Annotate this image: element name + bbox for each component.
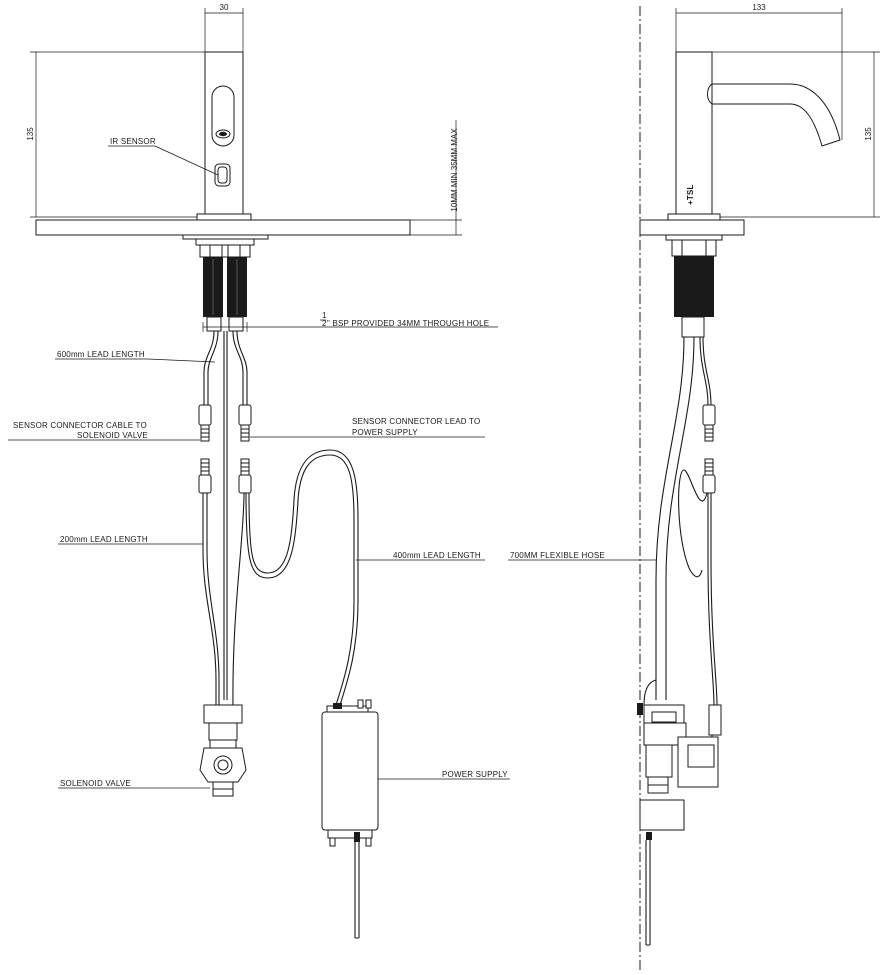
solenoid-valve-front — [199, 704, 247, 797]
under-deck-side — [665, 234, 723, 338]
brand-mark: +TSL — [686, 184, 695, 205]
side-wiring — [678, 336, 722, 745]
dimension-deck-thickness: 10MM MIN 35MM MAX — [410, 120, 462, 236]
deck-thickness-label: 10MM MIN 35MM MAX — [450, 128, 459, 212]
bsp-fraction-den: 2 — [322, 319, 327, 328]
front-view: 30 135 10MM MIN 3 — [8, 3, 510, 939]
bsp-annotation: 1 2 " BSP PROVIDED 34MM THROUGH HOLE — [202, 311, 498, 332]
sensor-cable-label-line1: SENSOR CONNECTOR CABLE TO — [13, 421, 147, 430]
dimension-height-left: 135 — [26, 51, 205, 218]
connector-upper-right — [238, 404, 252, 442]
dim-135-right-label: 135 — [864, 127, 873, 141]
lead-400-label: 400mm LEAD LENGTH — [393, 551, 481, 560]
connector-lower-left — [198, 458, 212, 494]
under-deck-fitting — [182, 234, 269, 332]
dim-135-left-label: 135 — [26, 127, 35, 141]
power-supply-label: POWER SUPPLY — [442, 770, 508, 779]
sensor-cable-label-line2: SOLENOID VALVE — [77, 431, 148, 440]
dimension-depth-side: 133 — [675, 3, 843, 140]
bsp-fraction-num: 1 — [322, 311, 327, 320]
solenoid-valve-side — [637, 679, 719, 946]
countertop-front — [35, 219, 411, 236]
bsp-note-label: " BSP PROVIDED 34MM THROUGH HOLE — [327, 319, 489, 328]
power-supply-front — [321, 699, 379, 939]
ir-sensor-label: IR SENSOR — [110, 137, 156, 146]
dimension-spout-width: 30 — [204, 3, 244, 52]
dim-133-label: 133 — [752, 3, 766, 12]
front-labels: IR SENSOR 600mm LEAD LENGTH SENSOR CONNE… — [13, 137, 508, 788]
dim-30-label: 30 — [220, 3, 229, 12]
lead-200-label: 200mm LEAD LENGTH — [60, 535, 148, 544]
countertop-side — [639, 219, 745, 236]
sensor-lead-label-line2: POWER SUPPLY — [352, 428, 418, 437]
sensor-lead-label-line1: SENSOR CONNECTOR LEAD TO — [352, 417, 480, 426]
side-view: 133 135 +TSL — [508, 3, 880, 970]
lead-600-label: 600mm LEAD LENGTH — [57, 350, 145, 359]
connector-lower-right — [238, 458, 252, 494]
tap-body — [196, 51, 252, 221]
front-wiring — [198, 330, 359, 706]
front-leaders — [8, 145, 510, 789]
flexible-hose-outer — [655, 336, 685, 700]
solenoid-valve-label: SOLENOID VALVE — [60, 779, 131, 788]
flexible-hose-inner — [665, 336, 695, 700]
ir-sensor-window — [214, 163, 231, 187]
tap-body-side: +TSL — [667, 51, 841, 221]
connector-upper-left — [198, 404, 212, 442]
flex-hose-label: 700MM FLEXIBLE HOSE — [510, 551, 605, 560]
